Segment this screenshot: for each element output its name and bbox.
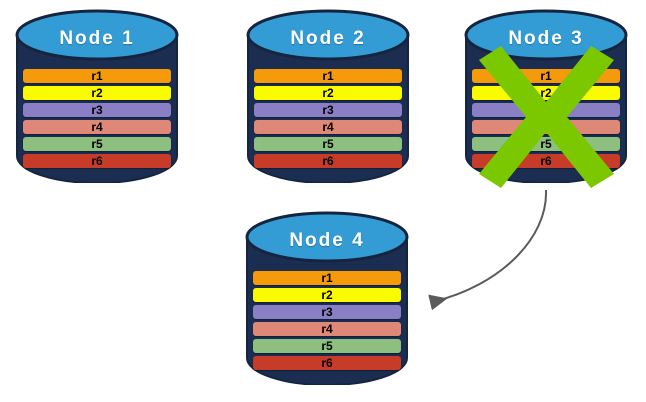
data-row: r5 (23, 137, 171, 151)
data-row: r1 (472, 69, 620, 83)
data-row: r5 (254, 137, 402, 151)
data-row: r1 (23, 69, 171, 83)
data-row: r2 (23, 86, 171, 100)
data-row: r5 (253, 339, 401, 353)
node-4-rows: r1 r2 r3 r4 r5 r6 (253, 271, 401, 373)
data-row: r6 (254, 154, 402, 168)
data-row: r3 (472, 103, 620, 117)
node-3-rows: r1 r2 r3 r4 r5 r6 (472, 69, 620, 171)
data-row: r6 (253, 356, 401, 370)
data-row: r2 (472, 86, 620, 100)
data-row: r6 (472, 154, 620, 168)
node-1-rows: r1 r2 r3 r4 r5 r6 (23, 69, 171, 171)
data-row: r4 (23, 120, 171, 134)
data-row: r2 (254, 86, 402, 100)
data-row: r5 (472, 137, 620, 151)
arrow-path (428, 189, 548, 311)
data-row: r1 (253, 271, 401, 285)
data-row: r3 (254, 103, 402, 117)
data-row: r1 (254, 69, 402, 83)
data-row: r4 (254, 120, 402, 134)
data-row: r3 (23, 103, 171, 117)
node-2-rows: r1 r2 r3 r4 r5 r6 (254, 69, 402, 171)
data-row: r3 (253, 305, 401, 319)
data-row: r2 (253, 288, 401, 302)
data-row: r4 (472, 120, 620, 134)
data-row: r4 (253, 322, 401, 336)
data-row: r6 (23, 154, 171, 168)
